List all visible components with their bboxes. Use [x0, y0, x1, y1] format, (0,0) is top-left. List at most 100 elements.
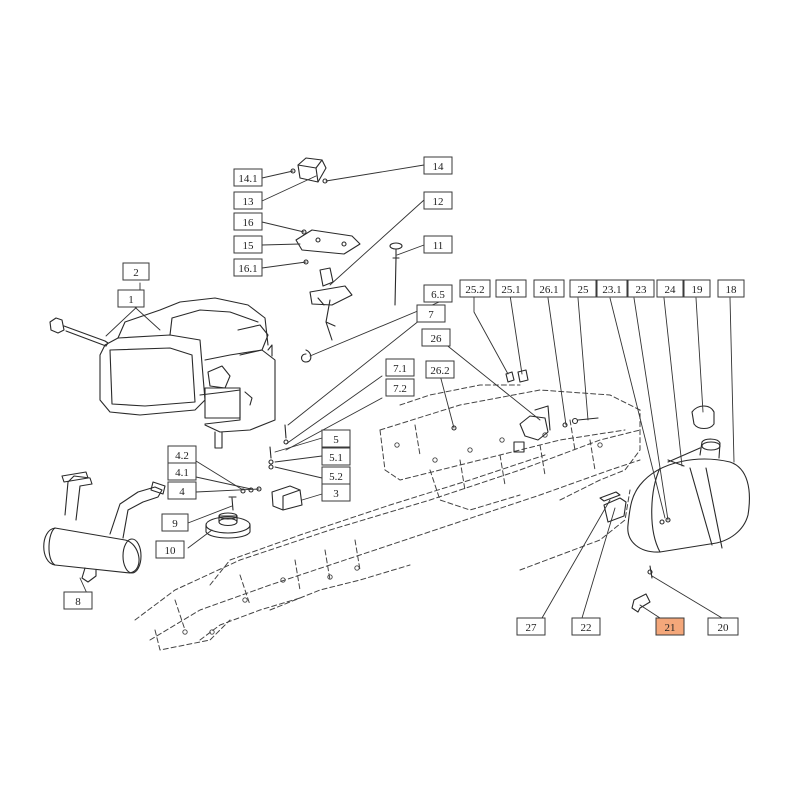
callout-label: 10 [165, 545, 177, 557]
callout-25-2[interactable]: 25.2 [459, 279, 491, 298]
callout-27[interactable]: 27 [516, 617, 546, 636]
callout-4-1[interactable]: 4.1 [167, 462, 197, 481]
callout-label: 4 [179, 486, 185, 498]
callout-label: 3 [333, 488, 339, 500]
callout-10[interactable]: 10 [155, 540, 185, 559]
callout-label: 2 [133, 267, 139, 279]
callout-22[interactable]: 22 [571, 617, 601, 636]
leader-lines [79, 164, 735, 619]
callout-box [233, 258, 263, 277]
callout-label: 9 [172, 518, 178, 530]
callout-8[interactable]: 8 [63, 591, 93, 610]
callout-14[interactable]: 14 [423, 156, 453, 175]
callout-25-1[interactable]: 25.1 [495, 279, 527, 298]
callout-box [63, 591, 93, 610]
callout-box [571, 617, 601, 636]
callout-4-2[interactable]: 4.2 [167, 445, 197, 464]
engine [99, 297, 276, 449]
callout-26-1[interactable]: 26.1 [533, 279, 565, 298]
callout-9[interactable]: 9 [161, 513, 189, 532]
callout-23-1[interactable]: 23.1 [596, 279, 628, 298]
fuel-hose [631, 565, 653, 613]
fuel-tank [627, 438, 750, 553]
callout-label: 1 [128, 294, 134, 306]
callout-18[interactable]: 18 [717, 279, 745, 298]
clip-6-5 [300, 349, 312, 363]
callout-box [423, 284, 453, 303]
callout-label: 6.5 [431, 289, 445, 301]
callout-label: 23 [636, 284, 648, 296]
callout-16[interactable]: 16 [233, 212, 263, 231]
callout-box [596, 279, 628, 298]
callout-11[interactable]: 11 [423, 235, 453, 254]
callout-box [416, 304, 446, 323]
callout-box [627, 279, 655, 298]
callout-box [321, 429, 351, 448]
callout-26[interactable]: 26 [421, 328, 451, 347]
nuts-25 [451, 369, 599, 431]
callout-label: 22 [581, 622, 592, 634]
callout-label: 5.2 [329, 471, 343, 483]
chassis-frame [134, 384, 641, 651]
bracket-22 [599, 491, 627, 523]
callout-7-2[interactable]: 7.2 [385, 378, 415, 397]
callout-label: 8 [75, 596, 81, 608]
callout-box [423, 191, 453, 210]
callout-label: 5 [333, 434, 339, 446]
callout-box [233, 168, 263, 187]
callout-label: 5.1 [329, 452, 343, 464]
callout-label: 16 [243, 217, 255, 229]
callout-7[interactable]: 7 [416, 304, 446, 323]
callout-box [117, 289, 145, 308]
callout-label: 25.2 [465, 284, 484, 296]
callout-25[interactable]: 25 [569, 279, 597, 298]
callout-box [385, 378, 415, 397]
callout-6-5[interactable]: 6.5 [423, 284, 453, 303]
callout-5-2[interactable]: 5.2 [321, 466, 351, 485]
callout-label: 13 [243, 196, 255, 208]
callout-2[interactable]: 2 [122, 262, 150, 281]
callout-box [707, 617, 739, 636]
screw-9 [228, 496, 237, 511]
callout-box [459, 279, 491, 298]
callout-label: 24 [665, 284, 677, 296]
callout-box [167, 462, 197, 481]
callout-label: 16.1 [238, 263, 257, 275]
callout-box [167, 481, 197, 500]
callout-1[interactable]: 1 [117, 289, 145, 308]
callout-4[interactable]: 4 [167, 481, 197, 500]
callout-7-1[interactable]: 7.1 [385, 358, 415, 377]
bracket-3 [271, 485, 303, 511]
callout-13[interactable]: 13 [233, 191, 263, 210]
strap-24 [659, 459, 685, 525]
callout-box [533, 279, 565, 298]
callout-12[interactable]: 12 [423, 191, 453, 210]
callout-21[interactable]: 21 [655, 617, 685, 636]
callout-label: 27 [526, 622, 538, 634]
callout-box [321, 447, 351, 466]
callout-3[interactable]: 3 [321, 483, 351, 502]
callout-box [385, 358, 415, 377]
callout-box [321, 483, 351, 502]
callout-box [155, 540, 185, 559]
callout-24[interactable]: 24 [656, 279, 684, 298]
callout-20[interactable]: 20 [707, 617, 739, 636]
callout-label: 12 [433, 196, 444, 208]
callout-label: 19 [692, 284, 704, 296]
callout-5-1[interactable]: 5.1 [321, 447, 351, 466]
callout-19[interactable]: 19 [683, 279, 711, 298]
callout-5[interactable]: 5 [321, 429, 351, 448]
callout-label: 26 [431, 333, 443, 345]
callout-23[interactable]: 23 [627, 279, 655, 298]
callout-label: 15 [243, 240, 255, 252]
callout-16-1[interactable]: 16.1 [233, 258, 263, 277]
callout-box [569, 279, 597, 298]
callout-26-2[interactable]: 26.2 [425, 360, 455, 379]
callout-14-1[interactable]: 14.1 [233, 168, 263, 187]
pulley [205, 512, 251, 539]
callout-box [423, 235, 453, 254]
callout-15[interactable]: 15 [233, 235, 263, 254]
callout-label: 26.1 [539, 284, 558, 296]
